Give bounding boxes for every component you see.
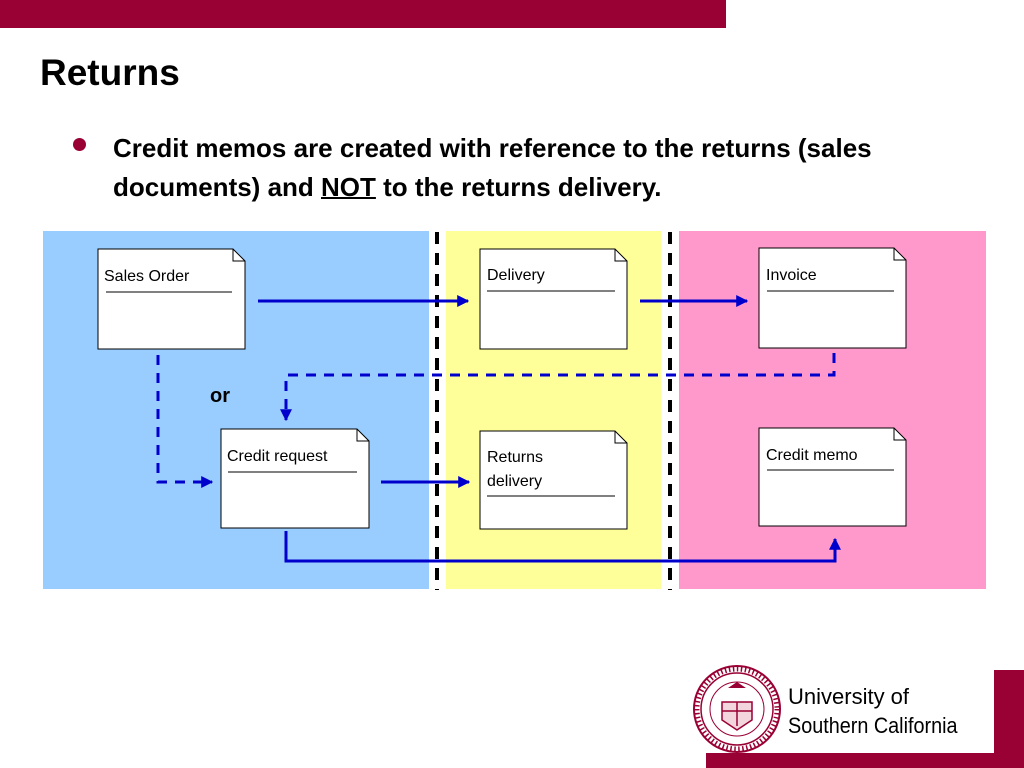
bullet-emphasis: NOT xyxy=(321,172,376,202)
university-name-line1: University of xyxy=(788,684,910,709)
or-label: or xyxy=(210,385,230,407)
top-accent-bar xyxy=(0,0,726,28)
returns-delivery-document: Returns delivery xyxy=(479,430,628,530)
slide-title: Returns xyxy=(40,52,180,93)
university-name-line2: Southern California xyxy=(788,713,958,738)
delivery-document: Delivery xyxy=(479,248,628,350)
bullet-dot xyxy=(73,138,86,151)
credit-request-document: Credit request xyxy=(220,428,370,529)
credit-memo-label: Credit memo xyxy=(766,447,858,464)
returns-delivery-label-line2: delivery xyxy=(487,473,542,490)
credit-request-label: Credit request xyxy=(227,448,328,465)
sales-order-label: Sales Order xyxy=(104,268,190,285)
dashed-arrow-sales-order-to-credit-request xyxy=(156,355,214,488)
returns-delivery-label-line1: Returns xyxy=(487,449,543,466)
bullet-text-after: to the returns delivery. xyxy=(375,172,662,202)
bullet-text-before: Credit memos are created with reference … xyxy=(113,133,872,202)
bullet-text: Credit memos are created with reference … xyxy=(113,129,973,207)
dashed-arrow-invoice-to-credit-request xyxy=(280,353,836,422)
credit-memo-document: Credit memo xyxy=(758,427,907,527)
delivery-label: Delivery xyxy=(487,267,545,284)
bottom-accent-bar xyxy=(706,753,1024,768)
arrow-credit-request-to-credit-memo xyxy=(284,531,841,563)
sales-order-document: Sales Order xyxy=(97,248,246,350)
invoice-label: Invoice xyxy=(766,267,817,284)
invoice-document: Invoice xyxy=(758,247,907,349)
right-accent-bar xyxy=(994,670,1024,768)
university-seal xyxy=(693,665,781,753)
